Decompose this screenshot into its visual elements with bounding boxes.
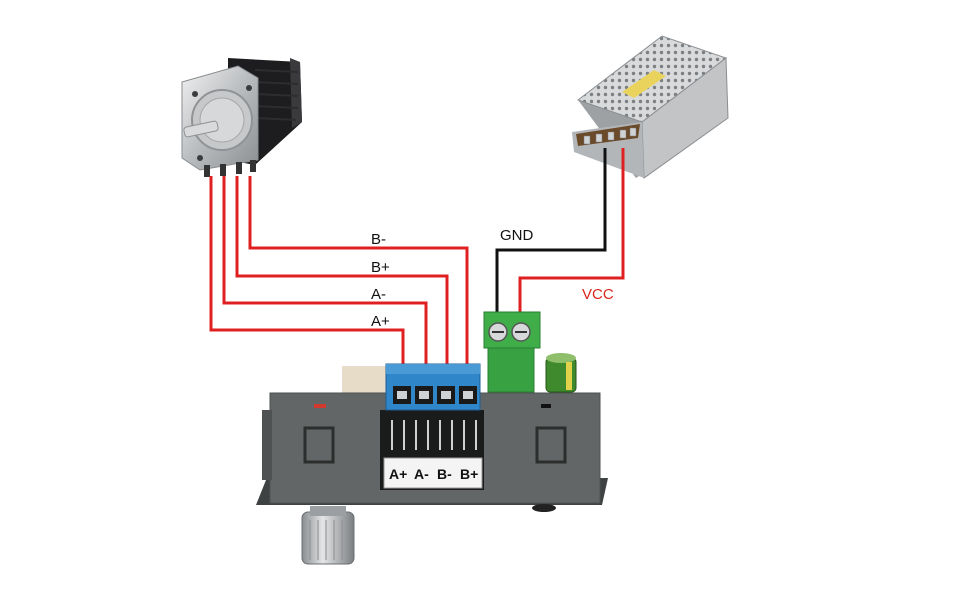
motor-terminal-block: [385, 363, 481, 411]
wire-a-plus: [209, 176, 405, 392]
terminal-label-b-minus: B-: [437, 466, 452, 482]
label-b-plus: B+: [371, 259, 390, 276]
power-terminal-block: [483, 311, 541, 393]
terminal-label-b-plus: B+: [460, 466, 478, 482]
terminal-label-a-minus: A-: [414, 466, 429, 482]
wire-a-minus: [222, 176, 428, 392]
label-b-minus: B-: [371, 231, 386, 248]
power-supply-icon: [572, 35, 729, 179]
label-gnd: GND: [500, 227, 534, 244]
wire-vcc: [518, 148, 625, 328]
stepper-driver-icon: A+ A- B- B+: [256, 366, 608, 505]
label-a-minus: A-: [371, 286, 386, 303]
power-wires: [495, 148, 625, 328]
terminal-label-a-plus: A+: [389, 466, 407, 482]
motor-wires: [209, 176, 469, 392]
rotary-encoder-icon: [301, 504, 556, 565]
capacitor-icon: [545, 353, 577, 393]
wire-b-plus: [235, 176, 449, 392]
label-vcc: VCC: [582, 286, 614, 303]
wire-gnd: [495, 148, 607, 328]
label-a-plus: A+: [371, 313, 390, 330]
stepper-motor-icon: [181, 58, 302, 177]
wire-b-minus: [248, 176, 469, 392]
